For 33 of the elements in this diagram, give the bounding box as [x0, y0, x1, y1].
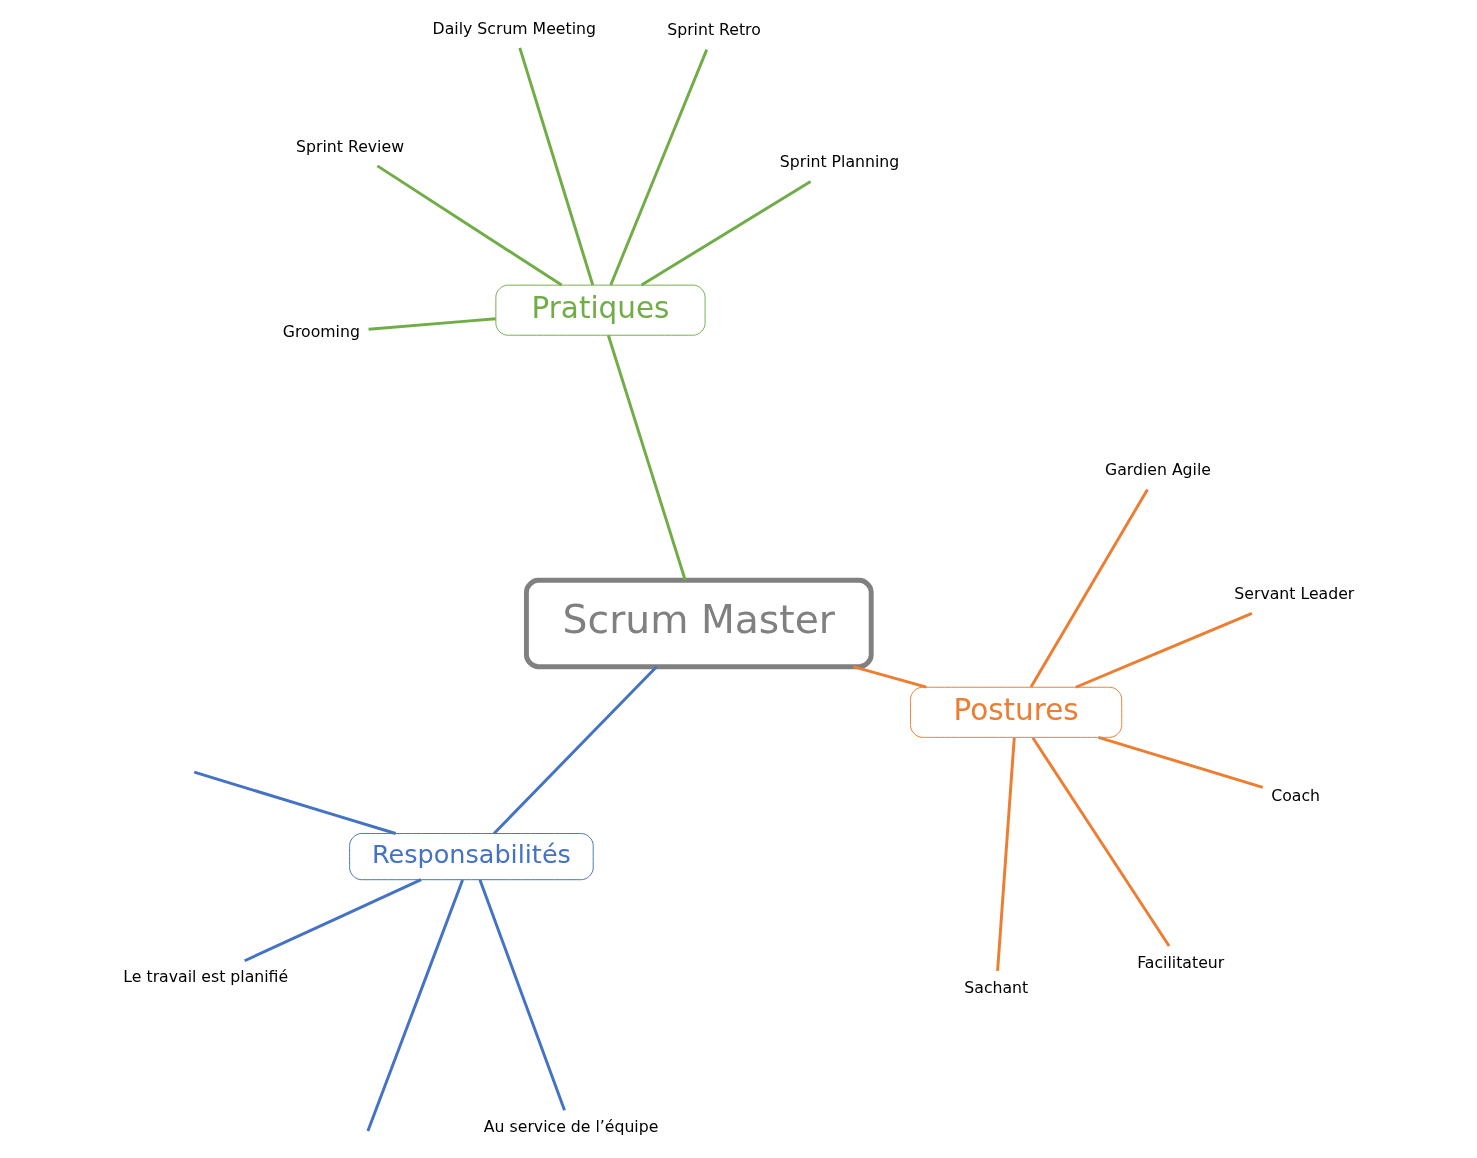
node-text: Le travail est planifié [122, 967, 288, 987]
node-text: Au service de l’équipe [483, 1116, 658, 1136]
node-box: Scrum Master [523, 577, 874, 670]
connector [1029, 488, 1149, 688]
node-text: Gardien Agile [1104, 460, 1211, 480]
connector [478, 879, 566, 1111]
node-text: Sprint Planning [779, 152, 899, 172]
node-text: Grooming [282, 321, 360, 341]
connector [640, 180, 811, 287]
node-text: Sprint Retro [666, 20, 761, 40]
connector [517, 47, 594, 286]
node-text: Sachant [963, 977, 1028, 997]
connector [193, 770, 396, 835]
connector [366, 879, 464, 1132]
node-text: Servant Leader [1233, 584, 1354, 604]
connector [1031, 737, 1170, 947]
connector [243, 878, 422, 963]
node-box: Pratiques [494, 284, 706, 336]
connector [852, 665, 927, 689]
node-text: Facilitateur [1136, 952, 1224, 972]
connector [608, 49, 708, 286]
connector [1097, 735, 1263, 789]
connector [367, 317, 496, 331]
connector [1074, 611, 1252, 689]
connector [606, 334, 687, 581]
connector [492, 665, 658, 835]
node-box: Postures [909, 686, 1122, 738]
node-text: Coach [1270, 786, 1320, 806]
node-text: Sprint Review [295, 136, 404, 156]
node-text: Daily Scrum Meeting [432, 18, 596, 38]
connector [995, 737, 1016, 971]
connector [376, 164, 562, 287]
node-box: Responsabilités [348, 833, 594, 881]
